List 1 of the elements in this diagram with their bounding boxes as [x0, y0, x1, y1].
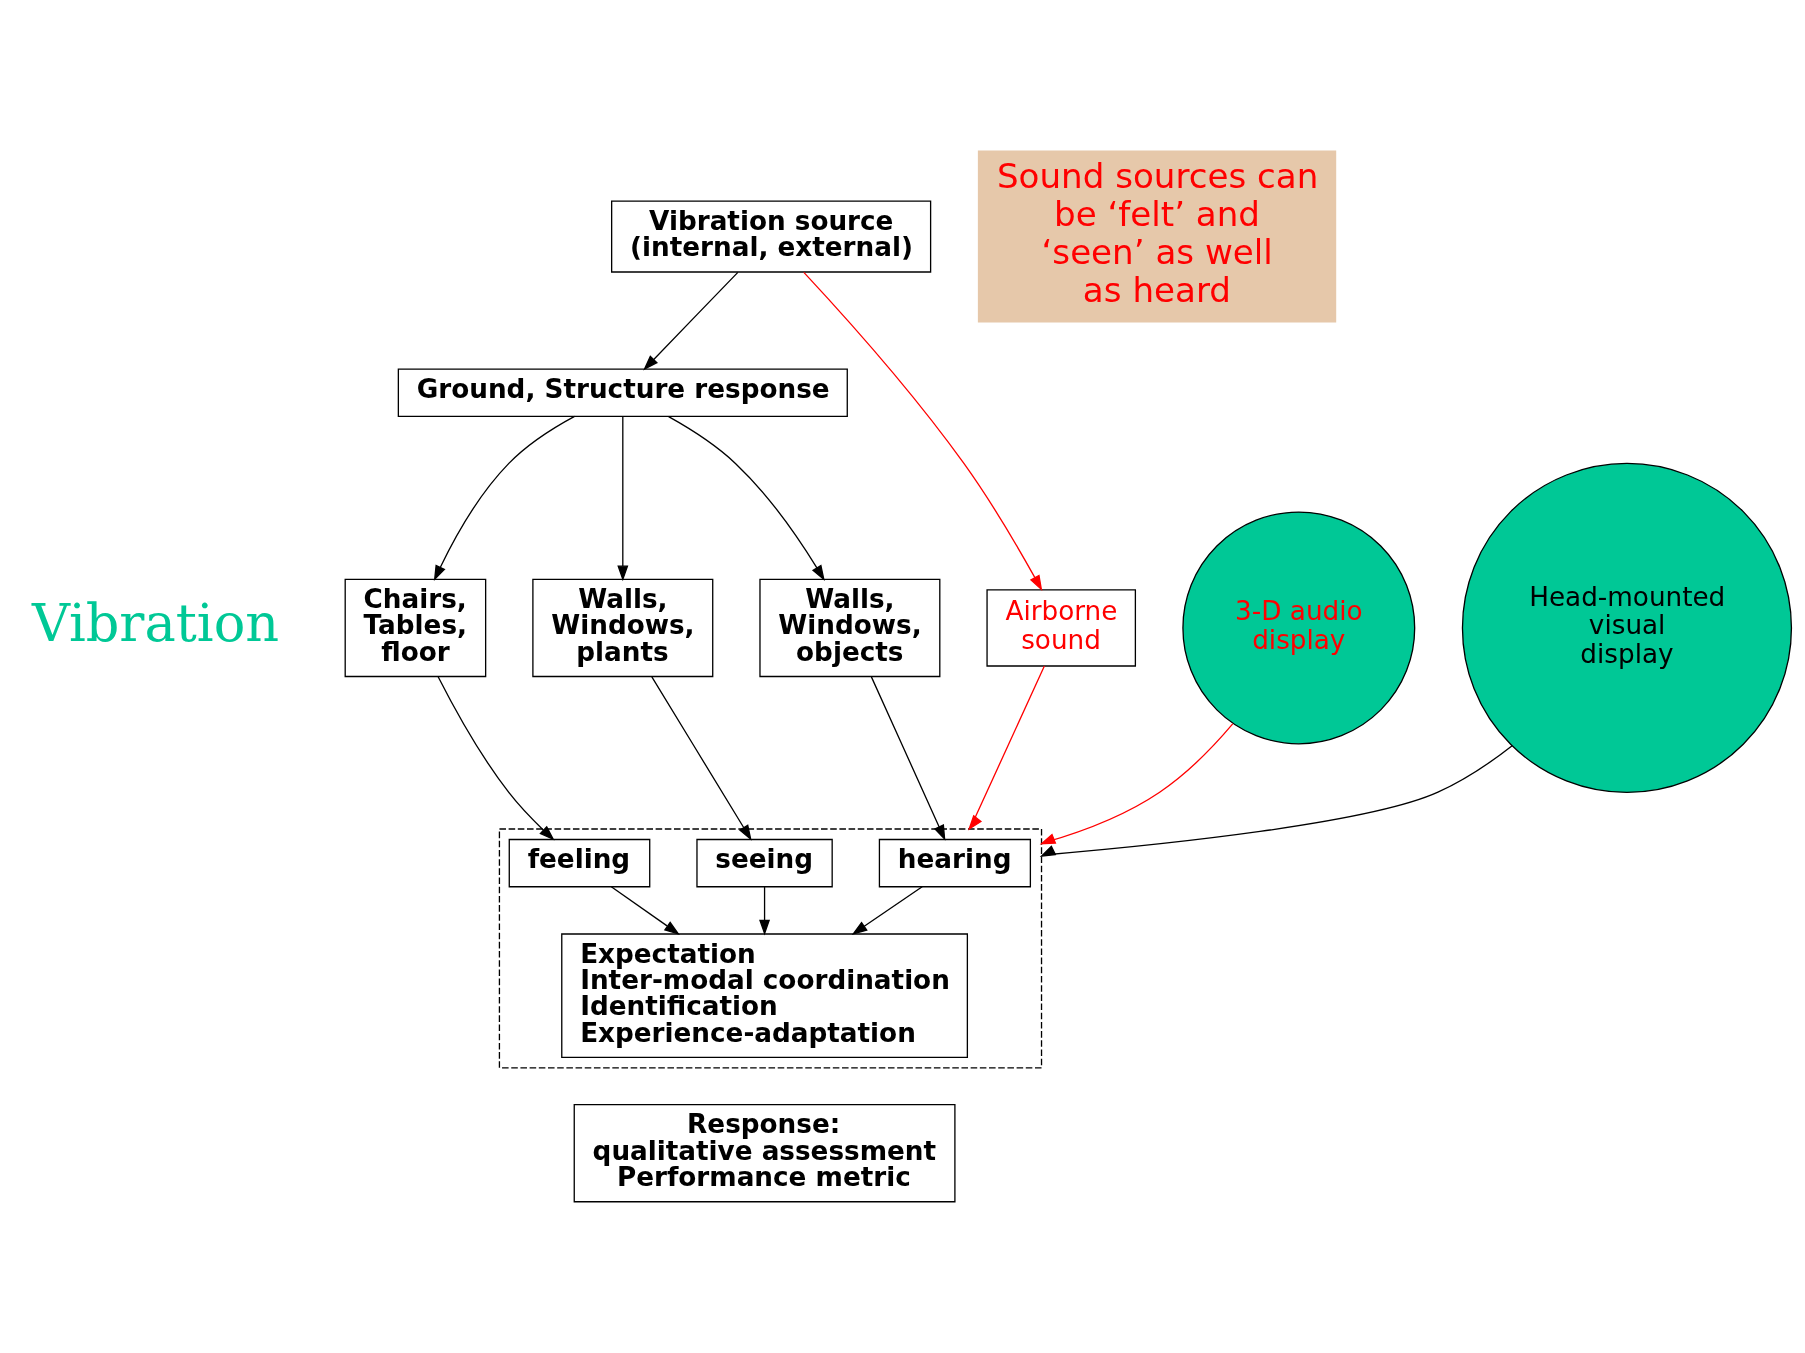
label: Vibration [31, 592, 280, 654]
